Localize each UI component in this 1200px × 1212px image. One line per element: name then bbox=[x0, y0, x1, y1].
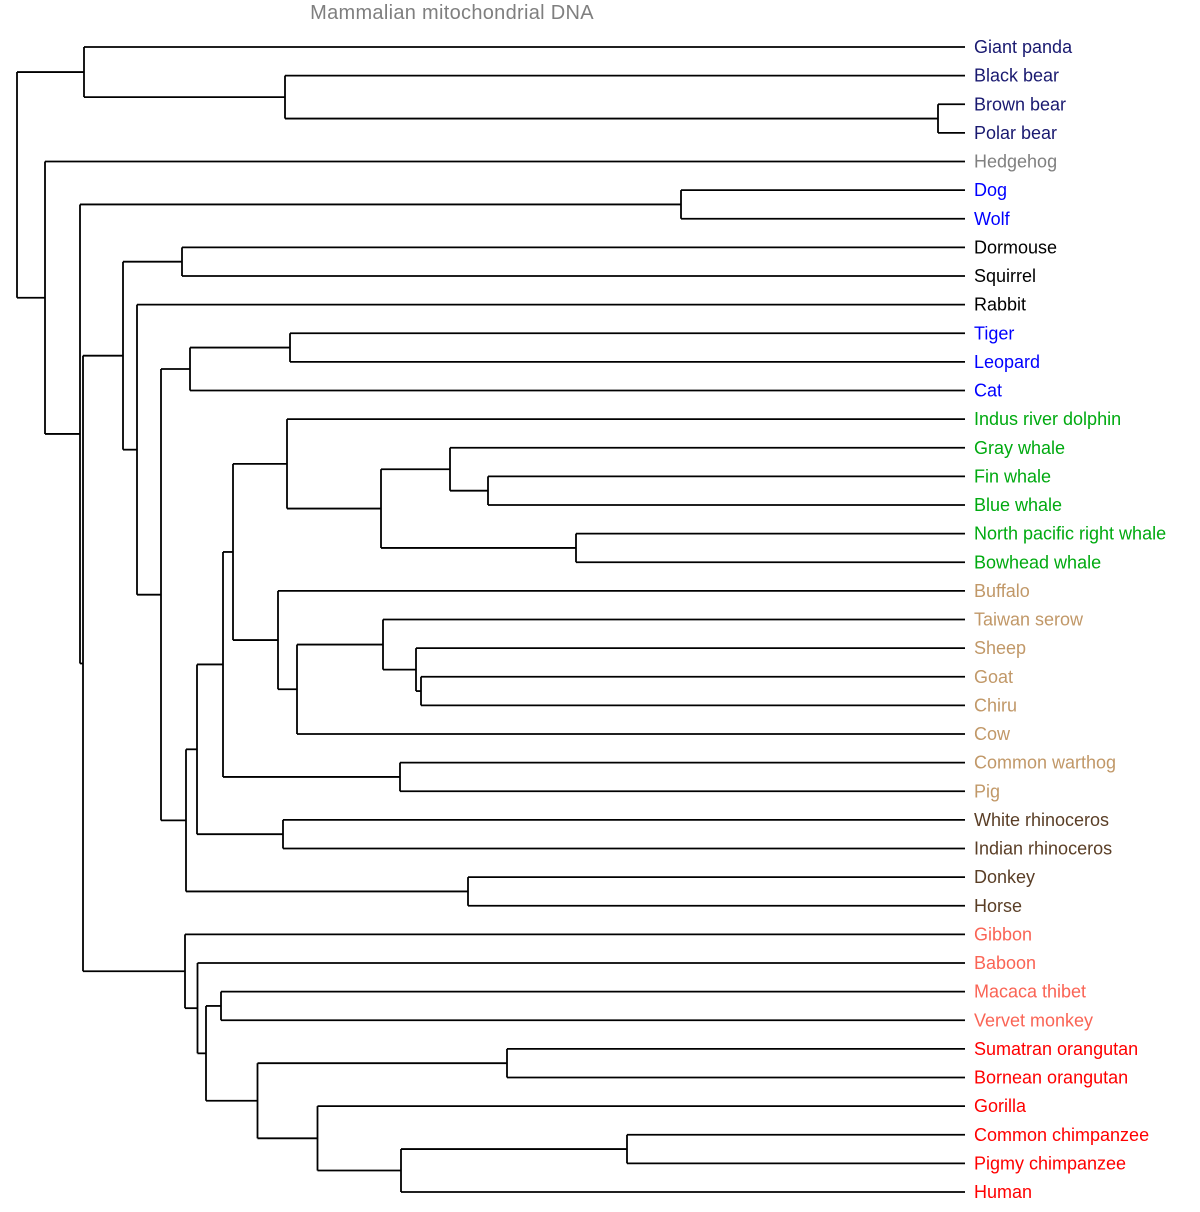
leaf-label-wolf: Wolf bbox=[974, 209, 1011, 229]
leaf-label-dormouse: Dormouse bbox=[974, 237, 1057, 257]
leaf-label-sumatran-orangutan: Sumatran orangutan bbox=[974, 1039, 1138, 1059]
leaf-label-gray-whale: Gray whale bbox=[974, 438, 1065, 458]
chart-title: Mammalian mitochondrial DNA bbox=[310, 2, 594, 24]
leaf-label-sheep: Sheep bbox=[974, 638, 1026, 658]
leaf-label-cow: Cow bbox=[974, 724, 1011, 744]
leaf-label-giant-panda: Giant panda bbox=[974, 37, 1073, 57]
leaf-label-common-warthog: Common warthog bbox=[974, 753, 1116, 773]
leaf-label-polar-bear: Polar bear bbox=[974, 123, 1057, 143]
leaf-label-common-chimpanzee: Common chimpanzee bbox=[974, 1125, 1149, 1145]
leaf-label-gorilla: Gorilla bbox=[974, 1096, 1027, 1116]
leaf-label-squirrel: Squirrel bbox=[974, 266, 1036, 286]
leaf-label-bowhead-whale: Bowhead whale bbox=[974, 552, 1101, 572]
leaf-label-pigmy-chimpanzee: Pigmy chimpanzee bbox=[974, 1153, 1126, 1173]
leaf-label-baboon: Baboon bbox=[974, 953, 1036, 973]
leaf-label-hedgehog: Hedgehog bbox=[974, 152, 1057, 172]
leaf-label-donkey: Donkey bbox=[974, 867, 1035, 887]
leaf-label-brown-bear: Brown bear bbox=[974, 94, 1066, 114]
leaf-label-dog: Dog bbox=[974, 180, 1007, 200]
leaf-label-horse: Horse bbox=[974, 896, 1022, 916]
leaf-label-white-rhinoceros: White rhinoceros bbox=[974, 810, 1109, 830]
leaf-label-leopard: Leopard bbox=[974, 352, 1040, 372]
leaf-label-rabbit: Rabbit bbox=[974, 295, 1026, 315]
leaf-label-bornean-orangutan: Bornean orangutan bbox=[974, 1068, 1128, 1088]
leaf-label-chiru: Chiru bbox=[974, 695, 1017, 715]
leaf-label-taiwan-serow: Taiwan serow bbox=[974, 610, 1084, 630]
leaf-label-gibbon: Gibbon bbox=[974, 924, 1032, 944]
leaf-label-indian-rhinoceros: Indian rhinoceros bbox=[974, 839, 1112, 859]
leaf-label-vervet-monkey: Vervet monkey bbox=[974, 1010, 1093, 1030]
leaf-label-goat: Goat bbox=[974, 667, 1013, 687]
leaf-label-pig: Pig bbox=[974, 781, 1000, 801]
leaf-label-fin-whale: Fin whale bbox=[974, 466, 1051, 486]
leaf-label-tiger: Tiger bbox=[974, 323, 1014, 343]
leaf-label-black-bear: Black bear bbox=[974, 66, 1059, 86]
leaf-label-cat: Cat bbox=[974, 381, 1002, 401]
leaf-label-macaca-thibet: Macaca thibet bbox=[974, 982, 1086, 1002]
leaf-label-blue-whale: Blue whale bbox=[974, 495, 1062, 515]
leaf-label-buffalo: Buffalo bbox=[974, 581, 1030, 601]
leaf-label-indus-river-dolphin: Indus river dolphin bbox=[974, 409, 1121, 429]
leaf-label-north-pacific-right-whale: North pacific right whale bbox=[974, 524, 1166, 544]
leaf-label-human: Human bbox=[974, 1182, 1032, 1202]
